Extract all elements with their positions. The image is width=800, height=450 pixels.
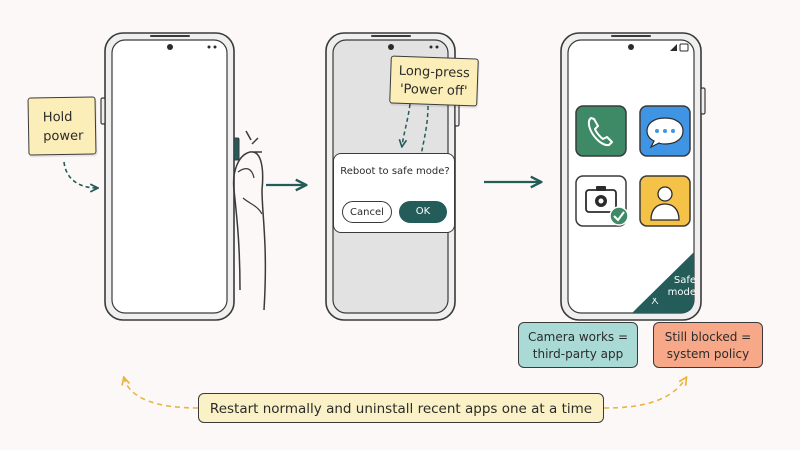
chat-icon — [639, 105, 691, 157]
longpress-arrow-left — [402, 103, 411, 146]
battery-icon — [679, 43, 689, 52]
safe-mode-dialog: Reboot to safe mode? Cancel OK — [333, 153, 455, 233]
finger-pressing-power — [232, 130, 267, 311]
still-blocked-line-2: system policy — [666, 347, 750, 361]
long-press-line-2: 'Power off' — [399, 81, 468, 100]
phone-1 — [100, 32, 240, 321]
dialog-title: Reboot to safe mode? — [340, 166, 450, 177]
camera-works-line-2: third-party app — [532, 347, 624, 361]
phone-3 — [560, 32, 706, 321]
camera-icon — [575, 175, 629, 227]
safe-mode-line-2: mode — [667, 287, 696, 298]
safe-mode-corner — [632, 252, 694, 313]
phone-icon — [575, 105, 627, 157]
hold-power-line-2: power — [43, 128, 84, 145]
check-badge-icon — [609, 206, 629, 226]
camera-works-note: Camera works = third-party app — [518, 322, 638, 368]
hold-power-line-1: Hold — [42, 109, 73, 126]
cancel-button[interactable]: Cancel — [342, 201, 392, 223]
safe-mode-label: Safe mode — [652, 275, 696, 299]
hold-arrow — [63, 161, 97, 188]
ok-button[interactable]: OK — [399, 201, 447, 223]
signal-icon — [670, 44, 677, 51]
hold-power-note: Hold power — [27, 96, 97, 156]
restart-arrow-left — [124, 378, 199, 409]
still-blocked-note: Still blocked = system policy — [653, 322, 763, 368]
safe-mode-line-1: Safe — [673, 275, 696, 286]
camera-works-line-1: Camera works = — [527, 330, 629, 344]
restart-note: Restart normally and uninstall recent ap… — [198, 393, 604, 423]
contact-icon — [639, 175, 691, 227]
long-press-note: Long-press 'Power off' — [389, 55, 479, 107]
still-blocked-line-1: Still blocked = — [664, 330, 752, 344]
restart-arrow-right — [603, 378, 686, 409]
